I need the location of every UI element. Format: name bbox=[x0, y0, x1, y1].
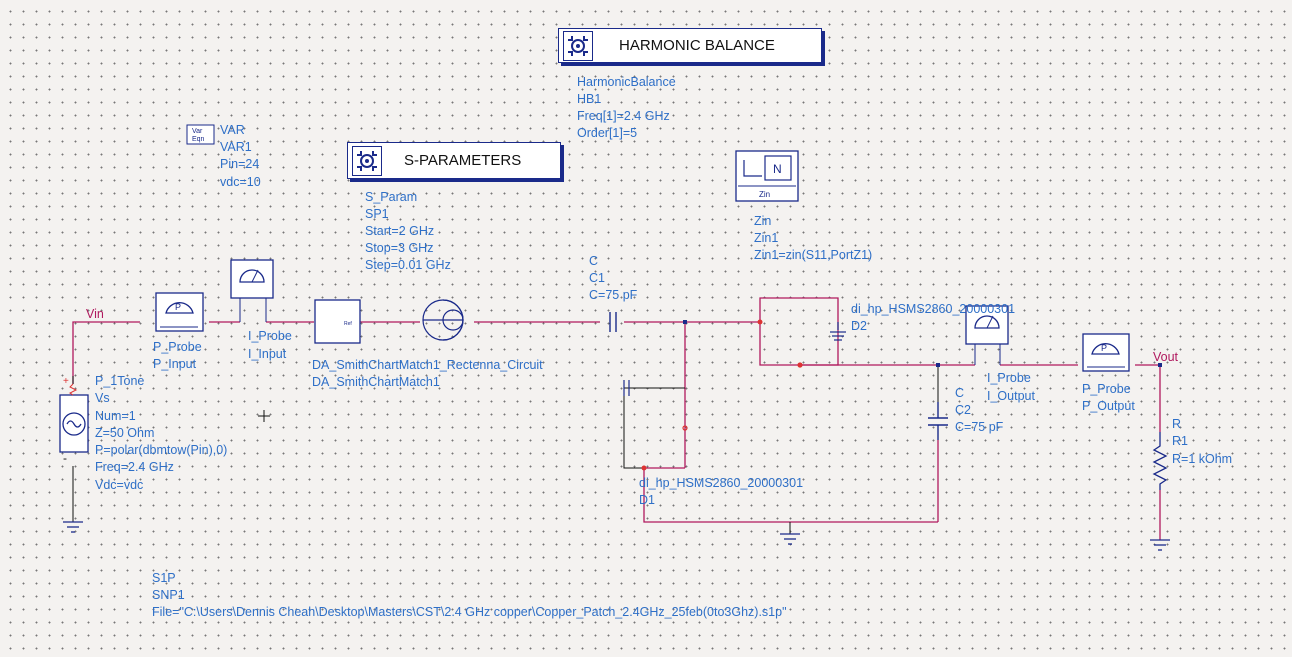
s1p-type-label: S1P bbox=[152, 571, 176, 585]
var-param: Pin=24 bbox=[220, 157, 259, 171]
svg-text:Zin: Zin bbox=[759, 190, 770, 199]
p-input-type-label: P_Probe bbox=[153, 340, 202, 354]
var-name-label: VAR1 bbox=[220, 140, 252, 154]
source-name-label: Vs bbox=[95, 391, 110, 405]
source-param: Num=1 bbox=[95, 409, 136, 423]
svg-text:P: P bbox=[1101, 343, 1107, 353]
c1-param: C=75 pF bbox=[589, 288, 638, 302]
d1-outline bbox=[623, 387, 685, 469]
svg-text:P: P bbox=[175, 302, 181, 312]
svg-text:Eqn: Eqn bbox=[192, 136, 205, 143]
power-probe-icon[interactable]: P bbox=[1082, 333, 1130, 372]
source-param: P=polar(dbmtow(Pin),0) bbox=[95, 443, 227, 457]
svg-text:Ref: Ref bbox=[344, 321, 352, 327]
source-param: Z=50 Ohm bbox=[95, 426, 154, 440]
c2-type-label: C bbox=[955, 386, 964, 400]
sp-param: Stop=3 GHz bbox=[365, 241, 433, 255]
ground-icon bbox=[780, 533, 800, 545]
diode-d1-icon[interactable] bbox=[623, 380, 688, 431]
p-input-name-label: P_Input bbox=[153, 357, 197, 371]
p-output-type-label: P_Probe bbox=[1082, 382, 1131, 396]
diode-d2-icon[interactable] bbox=[797, 322, 846, 368]
p-output-name-label: P_Output bbox=[1082, 399, 1135, 413]
svg-text:+: + bbox=[63, 376, 69, 387]
power-source-icon[interactable]: + - bbox=[59, 376, 89, 465]
hb-type-label: HarmonicBalance bbox=[577, 75, 676, 89]
i-input-name-label: I_Input bbox=[248, 347, 287, 361]
d1-type-label: di_hp_HSMS2860_20000301 bbox=[639, 476, 803, 490]
i-output-type-label: I_Probe bbox=[987, 371, 1031, 385]
wire-d1-bottom bbox=[643, 467, 938, 523]
zin-type-label: Zin bbox=[754, 214, 771, 228]
wire-vin bbox=[72, 321, 140, 384]
zin-name-label: Zin1 bbox=[754, 231, 778, 245]
d1-name-label: D1 bbox=[639, 493, 655, 507]
wire-d2-box bbox=[759, 297, 839, 366]
svg-text:Var: Var bbox=[192, 128, 203, 135]
smith-chart-match-block[interactable]: Ref bbox=[314, 299, 361, 344]
current-probe-icon[interactable] bbox=[230, 259, 274, 322]
simulation-controller-icon bbox=[563, 30, 593, 61]
net-label-vin: Vin bbox=[86, 307, 104, 321]
smith-chart-icon[interactable] bbox=[422, 299, 464, 341]
ground-icon bbox=[1150, 539, 1170, 551]
hb-param: Freq[1]=2.4 GHz bbox=[577, 109, 670, 123]
power-probe-icon[interactable]: P bbox=[155, 292, 204, 332]
var-eqn-icon[interactable]: Var Eqn bbox=[186, 124, 215, 145]
hb-param: Order[1]=5 bbox=[577, 126, 637, 140]
cursor-crosshair bbox=[258, 410, 270, 422]
i-input-type-label: I_Probe bbox=[248, 329, 292, 343]
var-param: vdc=10 bbox=[220, 175, 261, 189]
ground-icon bbox=[63, 521, 83, 533]
source-param: Vdc=vdc bbox=[95, 478, 143, 492]
s-parameters-controller[interactable]: S-PARAMETERS bbox=[347, 142, 561, 179]
r1-type-label: R bbox=[1172, 417, 1181, 431]
sp-name-label: SP1 bbox=[365, 207, 389, 221]
c1-name-label: C1 bbox=[589, 271, 605, 285]
simulation-controller-icon bbox=[352, 145, 382, 176]
var-type-label: VAR bbox=[220, 123, 245, 137]
s1p-name-label: SNP1 bbox=[152, 588, 185, 602]
sp-param: Step=0.01 GHz bbox=[365, 258, 451, 272]
i-output-name-label: I_Output bbox=[987, 389, 1035, 403]
svg-text:N: N bbox=[773, 162, 782, 176]
zin-param: Zin1=zin(S11,PortZ1) bbox=[754, 248, 872, 262]
resistor-icon[interactable] bbox=[1152, 432, 1168, 490]
sp-type-label: S_Param bbox=[365, 190, 417, 204]
harmonic-balance-controller[interactable]: HARMONIC BALANCE bbox=[558, 28, 822, 63]
wires bbox=[72, 297, 1161, 540]
d2-name-label: D2 bbox=[851, 319, 867, 333]
svg-text:-: - bbox=[63, 451, 67, 465]
c1-type-label: C bbox=[589, 254, 598, 268]
hb-name-label: HB1 bbox=[577, 92, 601, 106]
source-type-label: P_1Tone bbox=[95, 374, 144, 388]
source-param: Freq=2.4 GHz bbox=[95, 460, 174, 474]
smith-name-label: DA_SmithChartMatch1 bbox=[312, 375, 440, 389]
s-parameters-banner: S-PARAMETERS bbox=[404, 152, 522, 169]
r1-name-label: R1 bbox=[1172, 434, 1188, 448]
zin-icon[interactable]: N Zin bbox=[735, 150, 799, 202]
wire-vout bbox=[1135, 364, 1161, 432]
net-label-vout: Vout bbox=[1153, 350, 1179, 364]
s1p-file-param: File="C:\Users\Dennis Cheah\Desktop\Mast… bbox=[152, 605, 787, 619]
capacitor-c2-icon[interactable] bbox=[928, 402, 948, 440]
d2-type-label: di_hp_HSMS2860_20000301 bbox=[851, 302, 1015, 316]
smith-type-label: DA_SmithChartMatch1_Rectenna_Circuit bbox=[312, 358, 543, 372]
capacitor-c1-icon[interactable] bbox=[609, 312, 617, 332]
c2-param: C=75 pF bbox=[955, 420, 1004, 434]
harmonic-balance-banner: HARMONIC BALANCE bbox=[619, 37, 775, 54]
c2-name-label: C2 bbox=[955, 403, 971, 417]
current-probe-icon[interactable] bbox=[965, 305, 1009, 365]
r1-param: R=1 kOhm bbox=[1172, 452, 1232, 466]
sp-param: Start=2 GHz bbox=[365, 224, 434, 238]
